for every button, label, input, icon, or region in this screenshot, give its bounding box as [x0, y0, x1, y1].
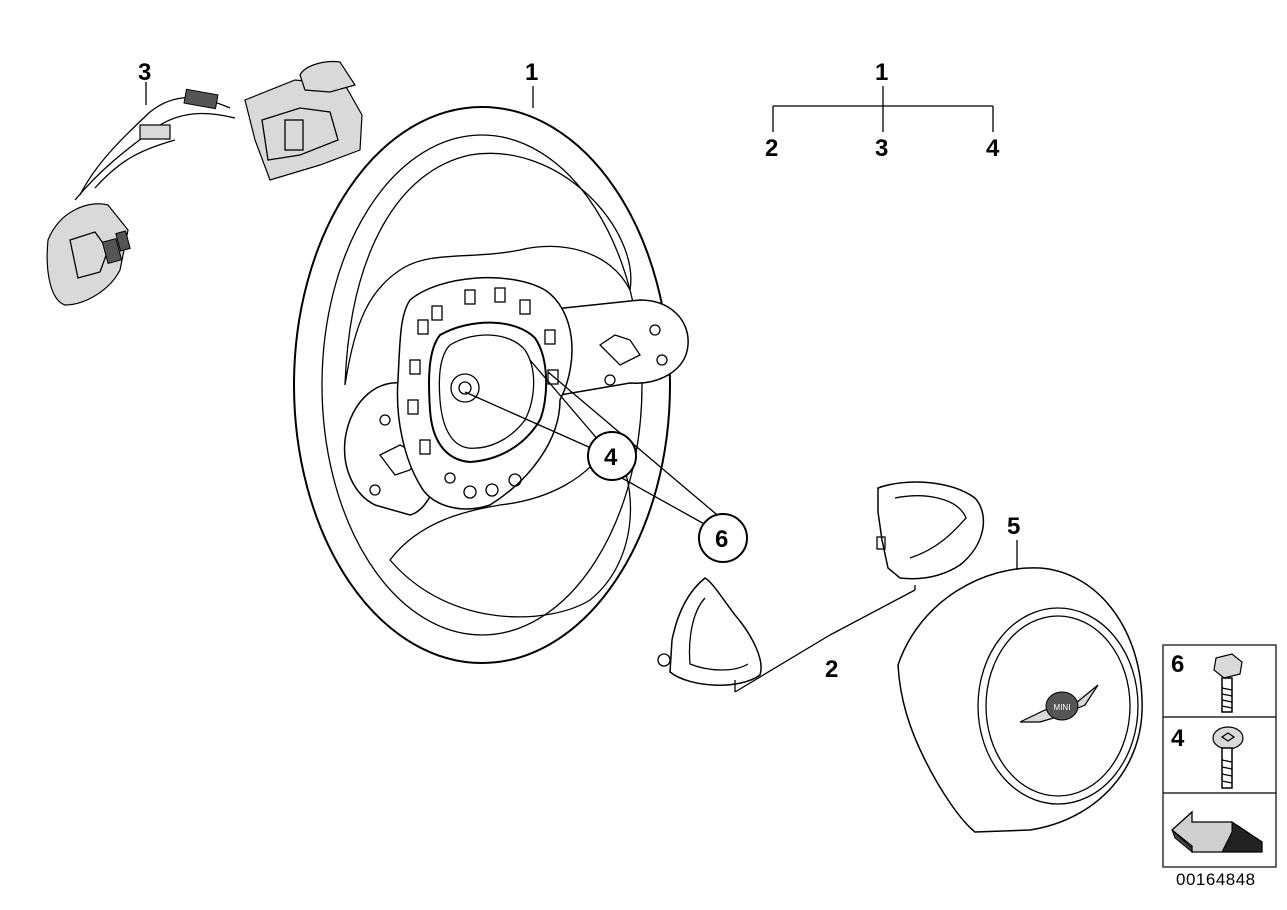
leader-lines — [145, 82, 1018, 693]
torx-bolt-icon — [1212, 726, 1244, 789]
callout-tree-3: 3 — [875, 135, 888, 162]
callout-trim-2: 2 — [825, 656, 838, 683]
fastener-legend: 6 4 — [1162, 644, 1277, 868]
steering-wheel — [293, 106, 689, 664]
callout-circle-6 — [698, 513, 748, 563]
callout-circle-6-text: 6 — [715, 526, 728, 553]
switch-harness — [46, 60, 363, 306]
callout-tree-4: 4 — [986, 135, 1000, 162]
callout-circle-4-text: 4 — [604, 444, 618, 471]
trim-cover-upper — [876, 481, 985, 580]
legend-label-6: 6 — [1171, 651, 1184, 678]
mini-logo: MINI — [1019, 684, 1099, 723]
callout-wheel-1: 1 — [525, 59, 538, 86]
doc-number: 00164848 — [1176, 870, 1256, 889]
callout-airbag-5: 5 — [1007, 513, 1020, 540]
legend-label-4: 4 — [1171, 725, 1185, 752]
trim-cover-lower — [657, 577, 762, 686]
callout-harness-3: 3 — [138, 59, 151, 86]
callout-circle-4 — [587, 431, 637, 481]
callout-tree-2: 2 — [765, 135, 778, 162]
airbag-module: MINI — [897, 567, 1143, 833]
hex-bolt-icon — [1213, 653, 1243, 713]
callout-tree-root-1: 1 — [875, 59, 888, 86]
logo-text: MINI — [1054, 703, 1071, 712]
orientation-arrow-icon — [1170, 810, 1263, 854]
hub-clips — [407, 287, 559, 499]
callouts: 1 3 1 2 3 4 4 6 5 2 — [138, 59, 1020, 683]
